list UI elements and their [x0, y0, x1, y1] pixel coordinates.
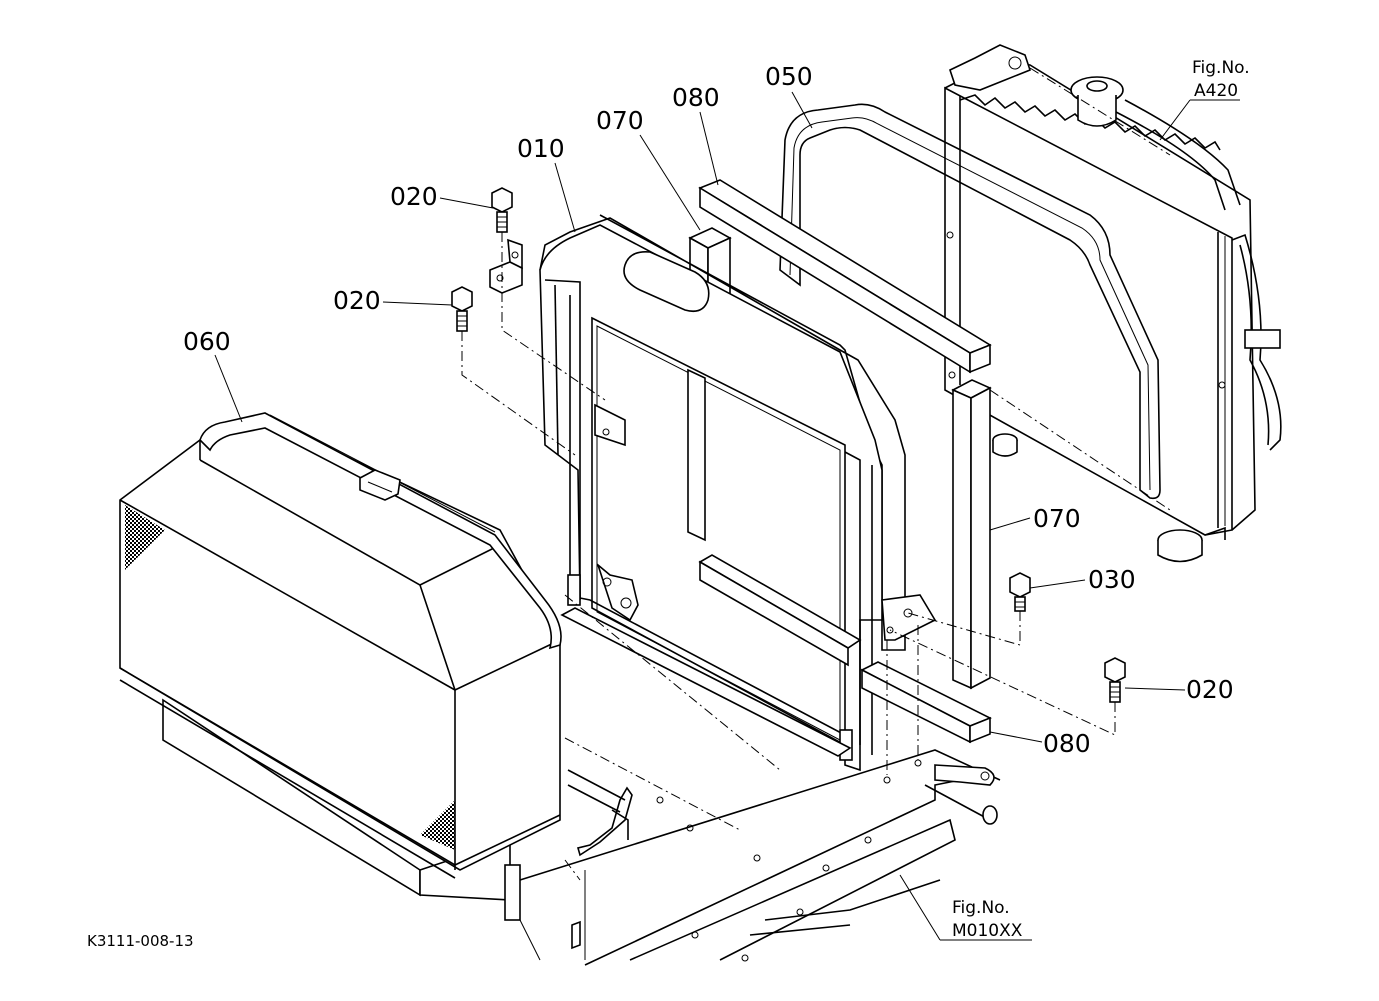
- part-labels: 050 080 070 010 020 020 060 070 030 020 …: [183, 62, 1234, 758]
- foam-strip-080-top: [698, 179, 992, 374]
- label-010: 010: [517, 134, 565, 163]
- fig-caption-radiator: Fig.No.: [1192, 58, 1250, 78]
- label-060: 060: [183, 327, 231, 356]
- bolt-030: [1009, 572, 1031, 612]
- fig-code-radiator: A420: [1194, 81, 1238, 101]
- bolt-020-lower: [1104, 657, 1126, 703]
- label-050: 050: [765, 62, 813, 91]
- label-080-bottom: 080: [1043, 729, 1091, 758]
- label-030: 030: [1088, 565, 1136, 594]
- seal-050: [779, 103, 1161, 500]
- explode-lines: [461, 67, 1171, 775]
- leader-lines: [214, 91, 1240, 941]
- bolt-020-upper: [491, 187, 513, 233]
- fig-caption-frame: Fig.No.: [952, 898, 1010, 918]
- drawing-code: K3111-008-13: [87, 932, 194, 950]
- label-070-right: 070: [1033, 504, 1081, 533]
- label-020-middle: 020: [333, 286, 381, 315]
- bracket-small: [489, 238, 523, 294]
- bolt-020-middle: [451, 286, 473, 332]
- label-020-upper: 020: [390, 182, 438, 211]
- figure-ref-frame: Fig.No. M010XX: [952, 898, 1023, 941]
- fan-guard-060: [119, 412, 562, 921]
- shroud-010: [539, 214, 992, 772]
- fig-code-frame: M010XX: [952, 921, 1023, 941]
- label-070-top: 070: [596, 106, 644, 135]
- label-020-lower: 020: [1186, 675, 1234, 704]
- figure-ref-radiator: Fig.No. A420: [1192, 58, 1250, 101]
- foam-strip-070-right: [951, 379, 992, 690]
- chassis-frame: [519, 594, 1001, 966]
- label-080-top: 080: [672, 83, 720, 112]
- radiator-assembly: [944, 44, 1282, 563]
